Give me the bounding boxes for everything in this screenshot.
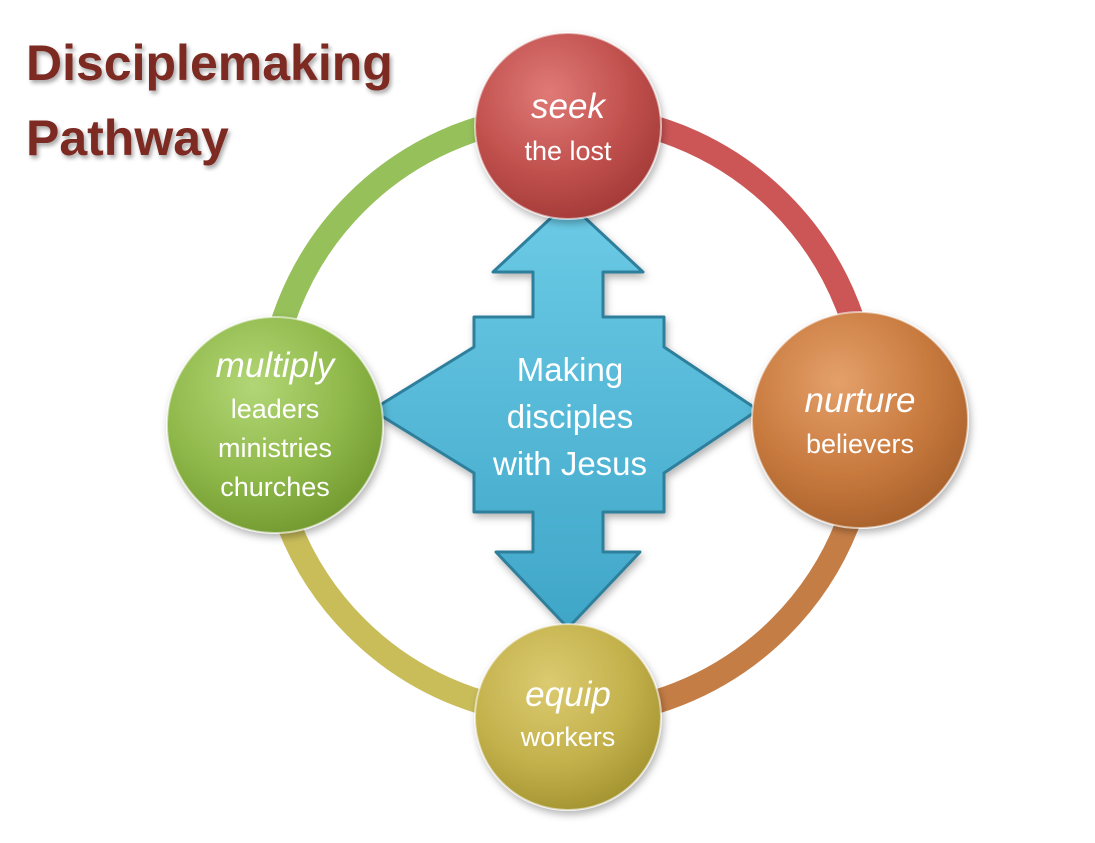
node-equip-circle bbox=[474, 623, 662, 811]
title-line-2: Pathway bbox=[26, 110, 229, 166]
node-seek-title: seek bbox=[531, 87, 606, 126]
node-multiply-circle bbox=[166, 316, 384, 534]
center-text-line-3: with Jesus bbox=[492, 445, 647, 482]
node-nurture: nurture believers bbox=[751, 311, 969, 529]
node-multiply-line-2: ministries bbox=[218, 433, 332, 463]
node-nurture-line-1: believers bbox=[806, 429, 914, 459]
node-multiply: multiply leaders ministries churches bbox=[166, 316, 384, 534]
page-title: Disciplemaking Pathway bbox=[26, 35, 393, 166]
center-text-line-2: disciples bbox=[507, 398, 634, 435]
node-equip: equip workers bbox=[474, 623, 662, 811]
node-nurture-title: nurture bbox=[805, 381, 916, 420]
node-multiply-title: multiply bbox=[216, 346, 337, 385]
node-seek-line-1: the lost bbox=[524, 136, 612, 166]
node-equip-title: equip bbox=[525, 675, 611, 714]
node-nurture-circle bbox=[751, 311, 969, 529]
node-seek: seek the lost bbox=[474, 32, 662, 220]
center-four-way-arrow: Making disciples with Jesus bbox=[370, 200, 760, 630]
node-equip-line-1: workers bbox=[520, 722, 616, 752]
node-seek-circle bbox=[474, 32, 662, 220]
center-text-line-1: Making bbox=[517, 351, 623, 388]
node-multiply-line-1: leaders bbox=[231, 394, 320, 424]
title-line-1: Disciplemaking bbox=[26, 35, 393, 91]
node-multiply-line-3: churches bbox=[220, 472, 330, 502]
